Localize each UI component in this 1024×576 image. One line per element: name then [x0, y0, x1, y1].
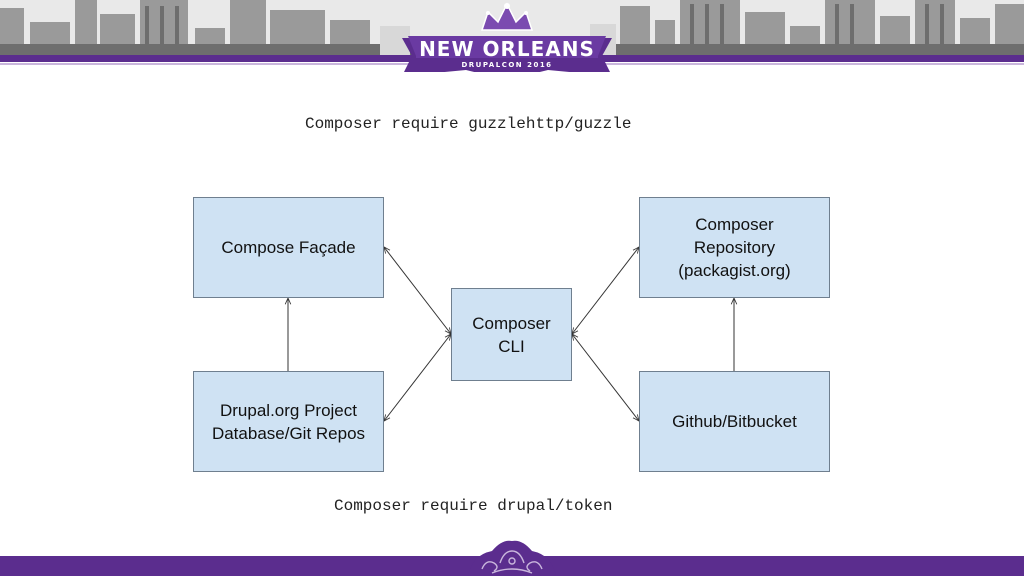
- node-composer-repository: Composer Repository (packagist.org): [639, 197, 830, 298]
- node-compose-facade-label: Compose Façade: [221, 238, 356, 257]
- top-command-caption: Composer require guzzlehttp/guzzle: [305, 115, 632, 133]
- city-skyline-image: [0, 0, 1024, 60]
- edge-cli-repo: [572, 247, 639, 334]
- node-composer-repository-label: Composer Repository (packagist.org): [678, 215, 791, 280]
- node-github-bitbucket-label: Github/Bitbucket: [672, 412, 797, 431]
- node-composer-cli: Composer CLI: [451, 288, 572, 381]
- node-drupal-org-project-label: Drupal.org Project Database/Git Repos: [211, 400, 366, 443]
- node-composer-cli-label: Composer CLI: [472, 313, 551, 356]
- edge-cli-drupal: [384, 334, 451, 421]
- node-drupal-org-project: Drupal.org Project Database/Git Repos: [193, 371, 384, 472]
- edge-cli-github: [572, 334, 639, 421]
- banner-subtitle: DRUPALCON 2016: [461, 61, 553, 69]
- bottom-command-caption: Composer require drupal/token: [334, 497, 613, 515]
- node-compose-facade: Compose Façade: [193, 197, 384, 298]
- node-github-bitbucket: Github/Bitbucket: [639, 371, 830, 472]
- drupalcon-new-orleans-logo: NEW ORLEANS DRUPALCON 2016: [398, 0, 616, 72]
- edge-cli-facade: [384, 247, 451, 334]
- fleur-ornament-icon: [468, 540, 556, 576]
- header: NEW ORLEANS DRUPALCON 2016: [0, 0, 1024, 72]
- banner-title: NEW ORLEANS: [419, 37, 595, 61]
